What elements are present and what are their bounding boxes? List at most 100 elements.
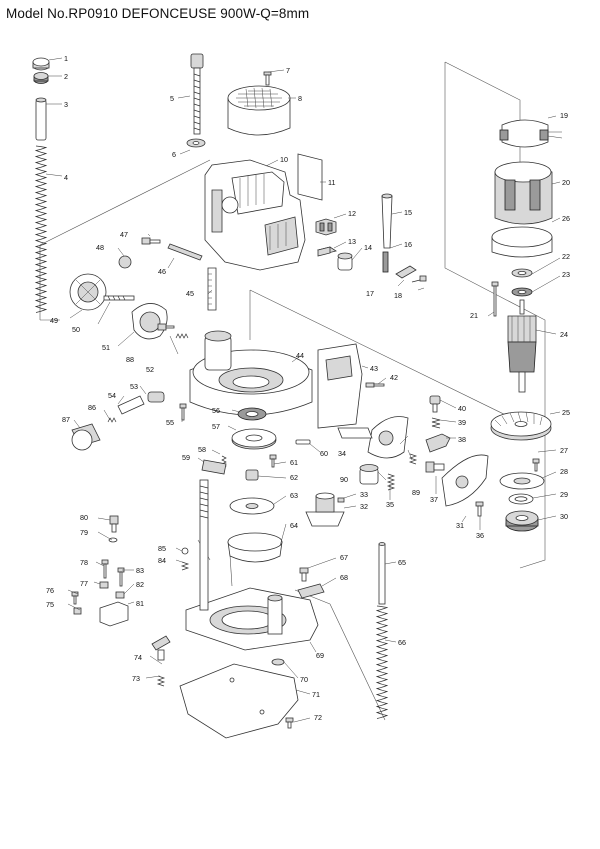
part-label: 2 xyxy=(64,72,68,81)
part-87-knob[interactable] xyxy=(71,423,101,451)
part-10-motor-housing[interactable] xyxy=(204,159,306,271)
part-70-clip[interactable] xyxy=(271,658,285,666)
part-49-cam-knob[interactable] xyxy=(69,273,107,311)
part-57-bearing-box[interactable] xyxy=(231,428,277,450)
part-34-handle-bracket[interactable] xyxy=(337,416,409,459)
part-68-lever[interactable] xyxy=(297,583,325,599)
part-26-baffle-ring[interactable] xyxy=(491,226,553,258)
part-78-screw[interactable] xyxy=(101,559,109,579)
part-31-fan-cover[interactable] xyxy=(441,454,489,507)
part-12-switch[interactable] xyxy=(315,218,337,236)
part-39-spring[interactable] xyxy=(431,417,441,429)
part-59-lock-plate[interactable] xyxy=(201,459,227,475)
part-75-screw[interactable] xyxy=(73,607,82,615)
part-84-spring[interactable] xyxy=(180,561,190,571)
part-23-rubber-ring[interactable] xyxy=(511,287,533,297)
part-74-wing-bolt[interactable] xyxy=(151,635,171,661)
part-5-adjusting-bolt[interactable] xyxy=(190,53,204,135)
part-76-screw[interactable] xyxy=(71,591,79,605)
part-1-cap[interactable] xyxy=(32,57,50,71)
part-4-spring[interactable] xyxy=(34,145,48,313)
part-88-screw[interactable] xyxy=(157,323,175,331)
part-62-nut[interactable] xyxy=(245,469,259,481)
part-43-cover-plate[interactable] xyxy=(317,343,363,429)
part-8-top-cover[interactable] xyxy=(227,85,291,136)
part-11-label-plate[interactable] xyxy=(297,153,323,201)
part-85-ball[interactable] xyxy=(181,547,189,555)
part-56-bearing[interactable] xyxy=(237,407,267,421)
part-16-cord[interactable] xyxy=(382,251,389,273)
part-17-cord-clamp[interactable] xyxy=(395,265,417,279)
part-label: 68 xyxy=(340,573,348,582)
part-label: 1 xyxy=(64,54,68,63)
part-21-screw[interactable] xyxy=(491,281,499,317)
part-18-screw[interactable] xyxy=(411,275,427,283)
part-47-screw[interactable] xyxy=(141,237,161,245)
part-60-pin[interactable] xyxy=(295,439,311,445)
part-label: 35 xyxy=(386,500,394,509)
part-3-sleeve[interactable] xyxy=(35,97,47,141)
part-29-ring[interactable] xyxy=(508,493,534,505)
part-label: 81 xyxy=(136,599,144,608)
part-55-screw[interactable] xyxy=(179,403,187,421)
part-54-shaft[interactable] xyxy=(117,395,145,415)
diagram-title: Model No.RP0910 DEFONCEUSE 900W-Q=8mm xyxy=(6,6,310,21)
part-65-column[interactable] xyxy=(378,542,386,605)
part-13-capacitor[interactable] xyxy=(317,246,337,257)
part-79-washer[interactable] xyxy=(108,537,118,543)
part-52-spring[interactable] xyxy=(175,333,189,339)
part-72-screw[interactable] xyxy=(285,717,294,729)
part-64-chip-guard[interactable] xyxy=(227,532,283,563)
part-35-spring[interactable] xyxy=(386,473,396,491)
part-label: 17 xyxy=(366,289,374,298)
part-32-depth-stopper[interactable] xyxy=(305,492,345,527)
part-label: 76 xyxy=(46,586,54,595)
part-36-screw[interactable] xyxy=(475,501,484,517)
part-46-pointer[interactable] xyxy=(167,243,203,261)
part-89-spring[interactable] xyxy=(408,453,418,465)
part-27-screw[interactable] xyxy=(532,458,540,472)
part-50-bolt[interactable] xyxy=(103,295,135,301)
part-20-field-stator[interactable] xyxy=(494,161,553,225)
part-15-cord-guard[interactable] xyxy=(381,193,393,249)
part-7-screw[interactable] xyxy=(263,71,272,86)
part-label: 75 xyxy=(46,600,54,609)
part-67-screw[interactable] xyxy=(299,567,309,582)
part-71-base-plate[interactable] xyxy=(179,663,299,739)
part-38-lock-lever[interactable] xyxy=(425,433,451,453)
part-22-ball-bearing[interactable] xyxy=(511,268,533,278)
part-82-nut[interactable] xyxy=(115,591,125,599)
part-80-screw[interactable] xyxy=(109,515,119,533)
part-73-spring[interactable] xyxy=(156,675,166,687)
part-51-knob[interactable] xyxy=(131,303,168,340)
part-label: 16 xyxy=(404,240,412,249)
part-33-screw[interactable] xyxy=(337,497,345,503)
part-40-pin[interactable] xyxy=(429,395,441,413)
part-66-spring[interactable] xyxy=(375,605,389,719)
part-label: 89 xyxy=(412,488,420,497)
part-44-base-housing[interactable] xyxy=(189,330,313,416)
part-label: 80 xyxy=(80,513,88,522)
part-63-washer[interactable] xyxy=(229,497,275,515)
part-48-knob[interactable] xyxy=(118,255,132,269)
part-25-fan[interactable] xyxy=(490,411,552,441)
part-6-washer[interactable] xyxy=(186,138,206,148)
part-81-guide-holder[interactable] xyxy=(99,601,129,627)
part-53-sleeve[interactable] xyxy=(147,391,165,403)
part-45-scale[interactable] xyxy=(207,267,217,311)
part-30-ball-bearing[interactable] xyxy=(505,510,539,532)
part-69-base[interactable] xyxy=(185,479,319,651)
part-61-screw[interactable] xyxy=(269,454,277,468)
part-83-screw[interactable] xyxy=(117,567,125,587)
part-77-nut[interactable] xyxy=(99,581,109,589)
part-24-armature[interactable] xyxy=(507,299,537,393)
part-28-washer[interactable] xyxy=(499,472,545,490)
part-19-brush-holder[interactable] xyxy=(499,119,563,148)
part-2-nut[interactable] xyxy=(33,72,49,84)
part-42-screw[interactable] xyxy=(365,382,385,388)
part-label: 6 xyxy=(172,150,176,159)
part-label: 3 xyxy=(64,100,68,109)
part-37-cam-lever[interactable] xyxy=(425,461,445,473)
part-14-collar[interactable] xyxy=(337,252,353,271)
part-90-collar[interactable] xyxy=(359,464,379,485)
